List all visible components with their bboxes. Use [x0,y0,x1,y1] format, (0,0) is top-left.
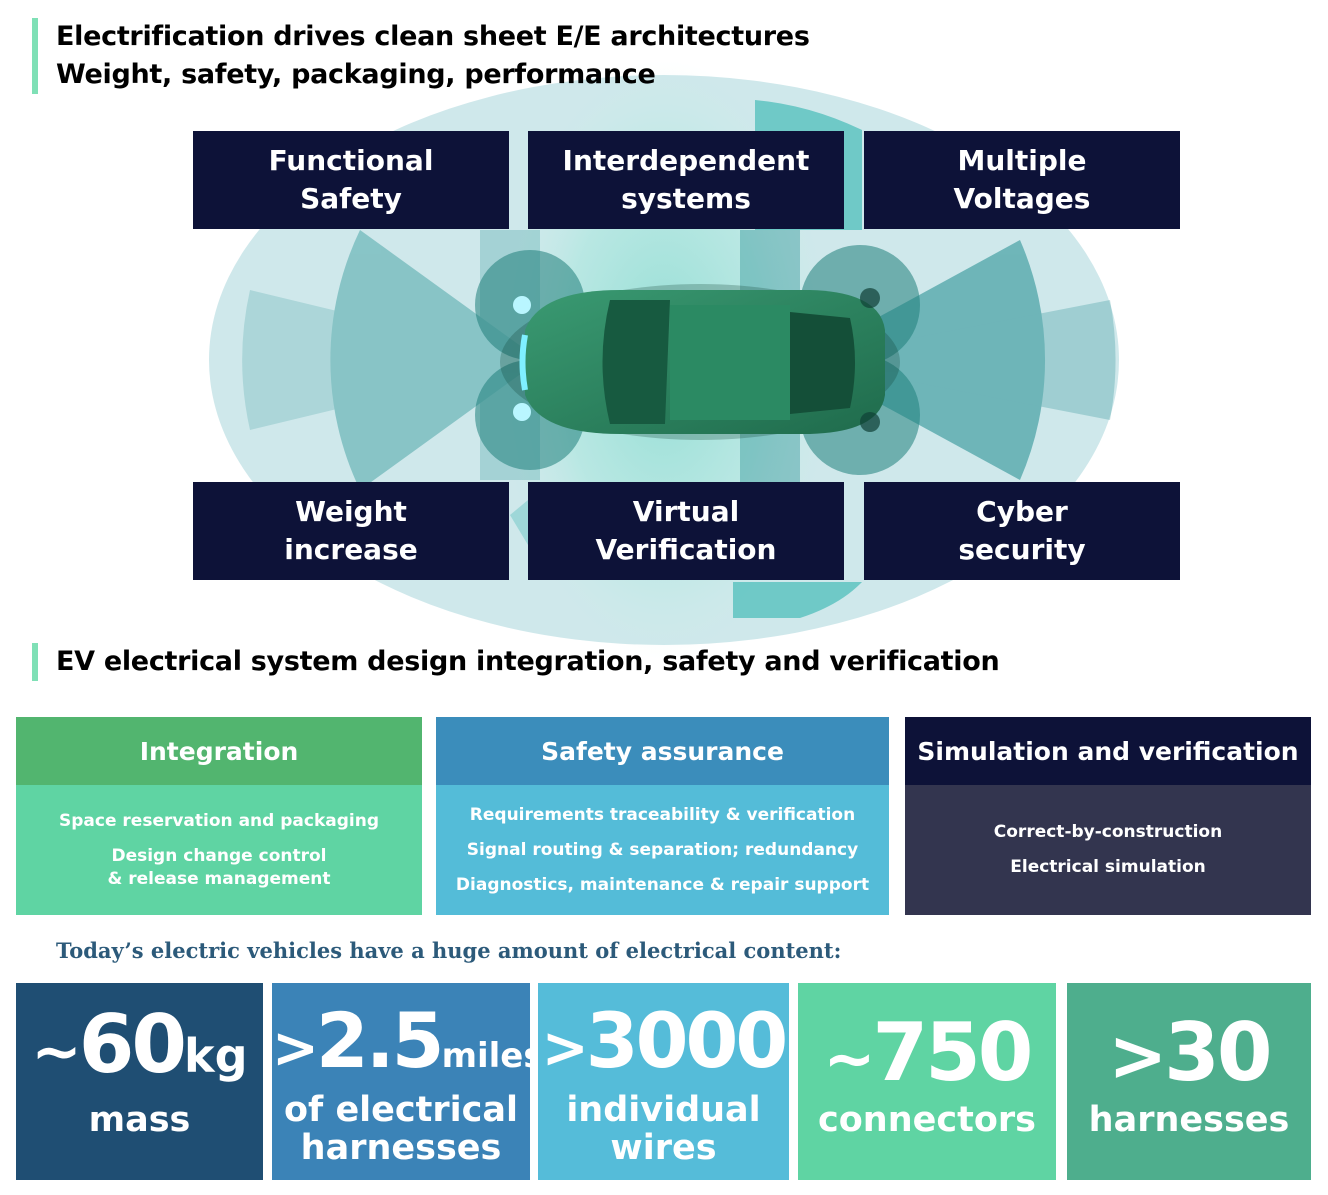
column-title: Integration [16,717,422,785]
column-item: Space reservation and packaging [59,810,379,831]
stat-prefix: > [1108,1015,1168,1097]
stat-prefix: ~ [31,1017,81,1087]
stat-caption: connectors [818,1100,1036,1140]
main-heading: Electrification drives clean sheet E/E a… [32,18,810,94]
column-item: Diagnostics, maintenance & repair suppor… [455,874,870,895]
column-body: Space reservation and packaging Design c… [16,785,422,915]
stat-harnesses: >30 harnesses [1067,983,1311,1180]
column-title: Simulation and verification [905,717,1311,785]
column-body: Correct-by-construction Electrical simul… [905,785,1311,915]
stat-connectors: ~750 connectors [798,983,1056,1180]
challenge-weight-increase: Weight increase [193,482,509,580]
stat-value: >3000 [538,1003,789,1079]
column-item: Electrical simulation [1010,857,1206,877]
column-item: Requirements traceability & verification [469,804,856,825]
stat-value: >30 [1067,1013,1311,1093]
stat-prefix: ~ [823,1022,876,1095]
stat-wires: >3000 individual wires [538,983,789,1180]
section-heading: EV electrical system design integration,… [32,643,1000,681]
stat-value: ~60kg [16,1005,263,1085]
heading-line-2: Weight, safety, packaging, performance [56,59,656,90]
stat-number: 750 [872,1006,1033,1099]
challenge-virtual-verification: Virtual Verification [528,482,844,580]
column-simulation-verification: Simulation and verification Correct-by-c… [905,717,1311,915]
section-title: EV electrical system design integration,… [56,646,1000,677]
stat-number: 2.5 [315,996,445,1085]
stat-caption: harnesses [1088,1100,1290,1140]
stat-unit: kg [184,1029,248,1083]
stat-value: >2.5miles [272,1003,544,1081]
stat-prefix: > [541,1016,589,1081]
challenge-label: Interdependent systems [562,144,810,215]
content-intro: Today’s electric vehicles have a huge am… [56,938,842,963]
stat-harness-length: >2.5miles of electrical harnesses [272,983,544,1180]
challenge-label: Functional Safety [268,144,434,215]
challenge-label: Multiple Voltages [953,144,1091,215]
stat-number: 3000 [585,996,789,1085]
stat-value: ~750 [798,1013,1056,1093]
challenge-interdependent-systems: Interdependent systems [528,131,844,229]
column-item: Correct-by-construction [993,822,1223,842]
column-safety-assurance: Safety assurance Requirements traceabili… [436,717,889,915]
stat-number: 30 [1164,1006,1272,1099]
stat-caption: individual wires [566,1090,761,1168]
stat-number: 60 [78,998,187,1091]
challenge-multiple-voltages: Multiple Voltages [864,131,1180,229]
column-item: Design change control & release manageme… [107,845,331,889]
column-title: Safety assurance [436,717,889,785]
stat-mass: ~60kg mass [16,983,263,1180]
column-item: Signal routing & separation; redundancy [466,839,859,860]
stat-caption: mass [88,1100,191,1140]
car-top-view [500,284,900,440]
challenge-label: Cyber security [958,495,1086,566]
column-integration: Integration Space reservation and packag… [16,717,422,915]
challenge-label: Weight increase [284,495,418,566]
stat-prefix: > [272,1016,319,1081]
stat-caption: of electrical harnesses [283,1090,519,1168]
stat-unit: miles [441,1036,544,1076]
challenge-label: Virtual Verification [595,495,777,566]
heading-line-1: Electrification drives clean sheet E/E a… [56,21,810,52]
column-body: Requirements traceability & verification… [436,785,889,915]
challenge-cyber-security: Cyber security [864,482,1180,580]
challenge-functional-safety: Functional Safety [193,131,509,229]
